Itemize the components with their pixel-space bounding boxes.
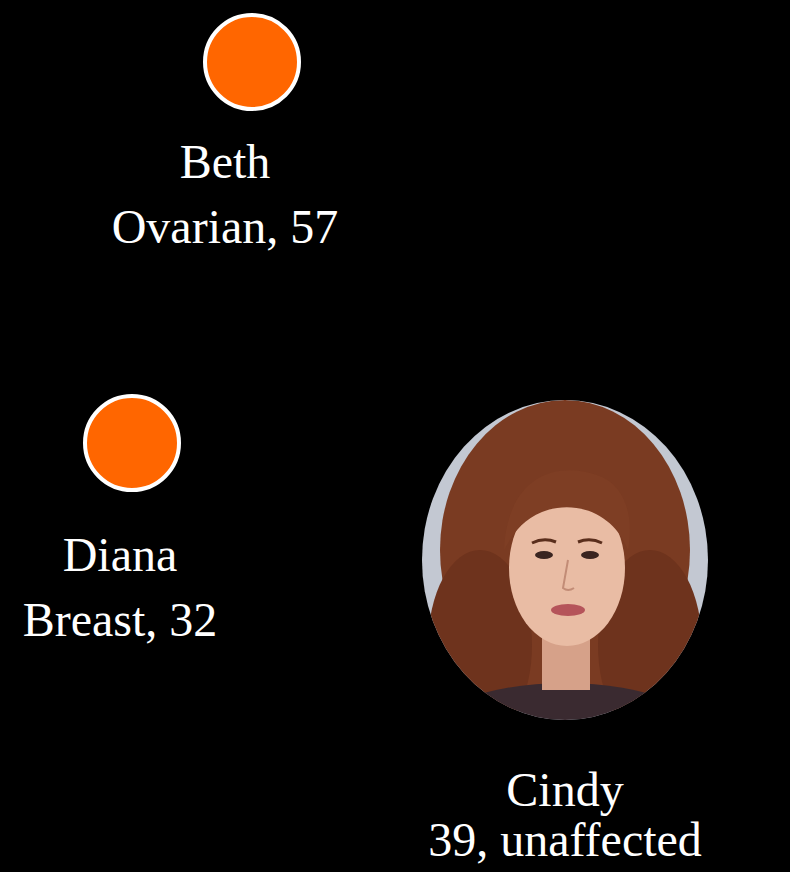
descent-line [301, 62, 565, 402]
hair-bangs [504, 470, 630, 550]
pedigree-person: BethOvarian, 57 [90, 10, 360, 260]
text-group: DianaBreast, 32 [0, 528, 244, 647]
person-name: Diana [0, 528, 244, 582]
affected-female-circle [202, 12, 302, 112]
portrait [422, 400, 708, 720]
pedigree-person: DianaBreast, 32 [0, 390, 250, 660]
person-name: Cindy [326, 765, 790, 815]
eye [535, 551, 553, 559]
person-status: 39, unaffected [326, 815, 790, 865]
male-square [304, 400, 393, 496]
person-status: Breast, 32 [0, 593, 244, 647]
person-status: Ovarian, 57 [86, 200, 364, 254]
text-group: Cindy39, unaffected [326, 765, 790, 865]
pedigree-person: Cindy39, unaffected [330, 315, 790, 872]
affected-female-circle [82, 393, 182, 493]
marriage-line [300, 60, 400, 64]
lips [551, 604, 585, 616]
person-name: Beth [86, 135, 364, 189]
disk-fill [330, 315, 790, 805]
portrait-photo [422, 400, 708, 720]
circle-outline [85, 396, 179, 490]
sibling-drop-line [345, 268, 349, 400]
male-square [400, 14, 487, 110]
eye [581, 551, 599, 559]
brow [532, 540, 556, 543]
nose [563, 560, 574, 590]
brow [578, 540, 602, 543]
circle-outline [205, 15, 299, 109]
text-group: BethOvarian, 57 [86, 135, 364, 254]
